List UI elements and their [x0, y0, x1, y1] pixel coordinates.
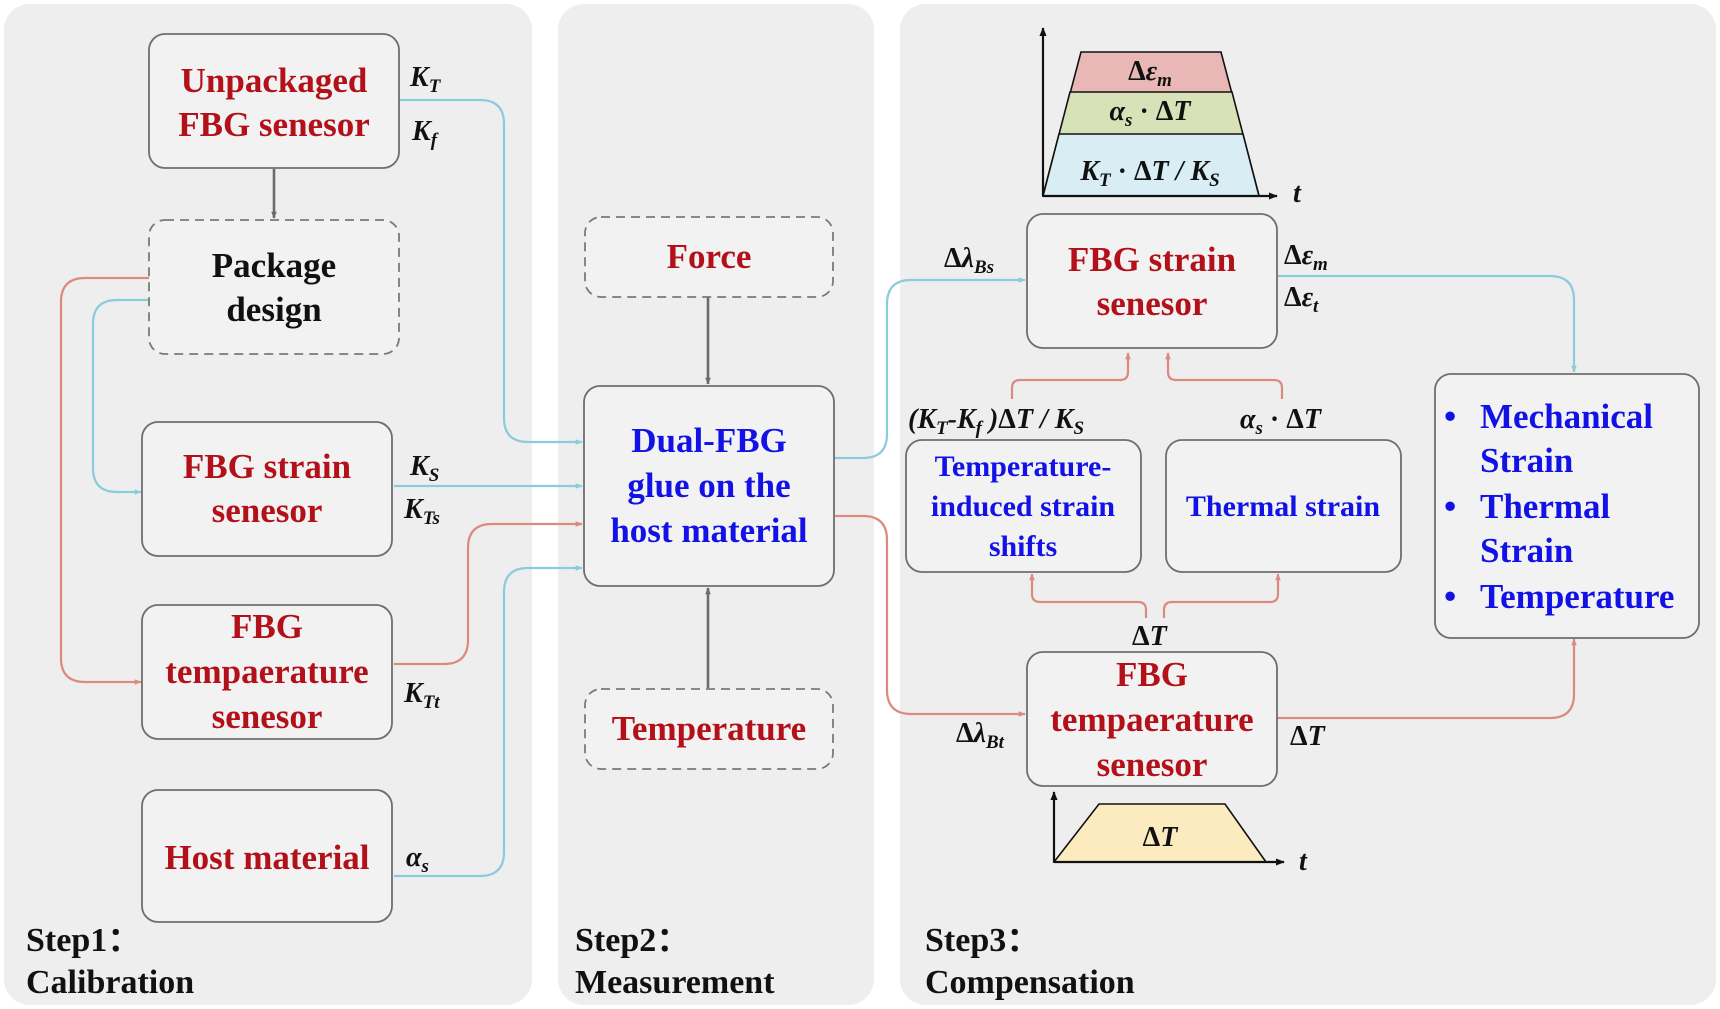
thermal-strain-box: Thermal strain	[1165, 439, 1402, 573]
label-KTs: KTs	[403, 494, 440, 529]
svg-text:induced strain: induced strain	[931, 490, 1116, 523]
svg-text:Host material: Host material	[164, 838, 369, 877]
temperature-induced-strain-box: Temperature- induced strain shifts	[905, 439, 1142, 573]
label-thermal-formula: αs · ΔT	[1240, 404, 1323, 439]
strain-sensor-compensation-box: FBG strain senesor	[1026, 213, 1278, 349]
label-delta-lambda-bs: ΔλBs	[944, 243, 994, 278]
plot-label-temperature-induced: KT · ΔT / KS	[1079, 156, 1219, 191]
label-KTt: KTt	[403, 678, 440, 713]
svg-text:glue on the: glue on the	[627, 466, 790, 505]
arrow-thermal-strain-to-strain-sensor	[1165, 352, 1284, 399]
arrow-host-to-dual	[394, 565, 583, 878]
svg-text:Temperature-: Temperature-	[935, 450, 1112, 483]
label-Kf: Kf	[411, 116, 439, 151]
svg-text:Dual-FBG: Dual-FBG	[631, 421, 787, 460]
strain-decomposition-plot: Δεm αs · ΔT KT · ΔT / KS t	[1039, 27, 1302, 209]
svg-text:senesor: senesor	[1097, 745, 1208, 784]
svg-text:Force: Force	[667, 237, 752, 276]
plot-label-delta-eps-m: Δεm	[1128, 56, 1172, 91]
arrow-temperature-sensor-to-outputs	[1276, 638, 1577, 720]
arrow-dual-to-strain-sensor	[835, 277, 1026, 460]
plot-label-thermal: αs · ΔT	[1110, 96, 1193, 131]
dual-fbg-box: Dual-FBG glue on the host material	[583, 385, 835, 587]
label-alpha-s: αs	[406, 842, 429, 877]
svg-text:senesor: senesor	[212, 491, 323, 530]
svg-text:Temperature: Temperature	[1480, 577, 1674, 616]
label-temperature-induced-formula: (KT-Kf )ΔT / KS	[908, 404, 1084, 439]
label-KS: KS	[409, 451, 439, 486]
arrow-temperature-induced-to-strain-sensor	[1010, 352, 1131, 399]
arrow-strain-sensor-to-outputs	[1276, 274, 1577, 373]
strain-sensor-calibration-box: FBG strain senesor	[141, 421, 393, 557]
svg-text:Step2：: Step2：	[575, 922, 690, 959]
svg-text:Thermal: Thermal	[1480, 487, 1611, 526]
arrow-package-to-strain	[91, 298, 149, 495]
label-delta-eps-t: Δεt	[1284, 282, 1319, 317]
outputs-box: • Mechanical Strain • Thermal Strain • T…	[1434, 373, 1700, 639]
svg-text:Measurement: Measurement	[575, 964, 775, 1001]
host-material-box: Host material	[141, 789, 393, 923]
temperature-change-plot: ΔT t	[1050, 791, 1308, 877]
label-deltaT-top: ΔT	[1132, 621, 1169, 652]
svg-text:design: design	[226, 290, 321, 329]
svg-text:Unpackaged: Unpackaged	[181, 61, 368, 100]
label-delta-lambda-bt: ΔλBt	[956, 718, 1005, 753]
temperature-box: Temperature	[584, 688, 834, 770]
svg-text:host material: host material	[610, 511, 808, 550]
unpackaged-sensor-box: Unpackaged FBG senesor	[148, 33, 400, 169]
plot-label-deltaT: ΔT	[1143, 822, 1180, 853]
step3-label: Step3： Compensation	[925, 922, 1135, 1001]
svg-text:•: •	[1444, 487, 1456, 526]
arrow-deltaT-to-thermal-strain	[1162, 573, 1281, 618]
temperature-sensor-compensation-box: FBG tempaerature senesor	[1026, 651, 1278, 787]
arrow-temperature-to-dual-red	[394, 521, 583, 666]
svg-text:FBG: FBG	[231, 607, 303, 646]
svg-text:Strain: Strain	[1480, 531, 1573, 570]
plot-axis-t-bottom: t	[1299, 846, 1308, 877]
svg-text:Thermal strain: Thermal strain	[1186, 490, 1380, 523]
step1-label: Step1： Calibration	[26, 922, 194, 1001]
svg-text:FBG: FBG	[1116, 655, 1188, 694]
arrow-unpackaged-to-dual	[394, 98, 583, 445]
force-box: Force	[584, 216, 834, 298]
label-deltaT-right: ΔT	[1290, 721, 1327, 752]
svg-text:tempaerature: tempaerature	[165, 652, 368, 691]
svg-text:Step1：: Step1：	[26, 922, 141, 959]
svg-text:FBG strain: FBG strain	[1068, 240, 1236, 279]
svg-text:Calibration: Calibration	[26, 964, 194, 1001]
svg-text:FBG senesor: FBG senesor	[178, 105, 370, 144]
svg-text:tempaerature: tempaerature	[1050, 700, 1253, 739]
svg-text:•: •	[1444, 397, 1456, 436]
arrow-package-to-temperature	[59, 276, 149, 685]
svg-text:Compensation: Compensation	[925, 964, 1135, 1001]
svg-text:senesor: senesor	[1097, 284, 1208, 323]
svg-text:Step3：: Step3：	[925, 922, 1040, 959]
temperature-sensor-calibration-box: FBG tempaerature senesor	[141, 604, 393, 740]
plot-axis-t: t	[1293, 178, 1302, 209]
svg-text:senesor: senesor	[212, 697, 323, 736]
svg-text:•: •	[1444, 577, 1456, 616]
label-delta-eps-m: Δεm	[1284, 240, 1328, 275]
step2-label: Step2： Measurement	[575, 922, 775, 1001]
svg-text:Mechanical: Mechanical	[1480, 397, 1653, 436]
svg-text:FBG strain: FBG strain	[183, 447, 351, 486]
svg-text:Package: Package	[212, 246, 336, 285]
package-design-box: Package design	[148, 219, 400, 355]
svg-text:Strain: Strain	[1480, 441, 1573, 480]
svg-text:Temperature: Temperature	[612, 709, 806, 748]
arrow-dual-to-temperature-sensor	[835, 514, 1026, 717]
label-KT: KT	[409, 62, 442, 97]
svg-text:shifts: shifts	[989, 530, 1057, 563]
arrow-deltaT-to-temperature-induced	[1029, 573, 1148, 618]
